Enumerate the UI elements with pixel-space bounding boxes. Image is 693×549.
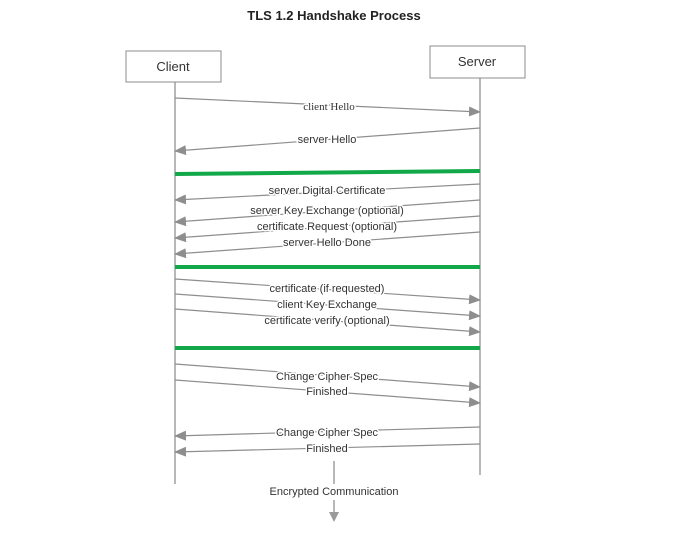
message-arrow [174, 183, 481, 205]
message-label: Finished [306, 386, 348, 398]
message-label: certificate (if requested) [270, 283, 385, 295]
message-arrow [174, 363, 481, 392]
message-label: certificate Request (optional) [257, 221, 397, 233]
message-arrow [174, 426, 481, 441]
message-server-certificate: server Digital Certificate [174, 183, 481, 205]
message-arrow [174, 443, 481, 457]
message-label: certificate verify (optional) [264, 315, 389, 327]
message-label: Change Cipher Spec [276, 427, 379, 439]
message-server-key-exchange: server Key Exchange (optional) [174, 199, 481, 227]
encrypted-communication: Encrypted Communication [269, 461, 399, 522]
message-client-hello: client Hello [174, 97, 481, 117]
client-actor-box [125, 50, 222, 83]
message-server-finished: Finished [174, 442, 481, 457]
message-arrow [174, 231, 481, 259]
message-arrow [174, 278, 481, 305]
server-actor: Server [429, 45, 526, 79]
message-client-change-cipher-spec: Change Cipher Spec [174, 363, 481, 392]
message-server-hello-done: server Hello Done [174, 231, 481, 259]
message-arrow [174, 215, 481, 243]
message-server-hello: server Hello [174, 127, 481, 156]
message-label: server Hello Done [283, 237, 371, 249]
message-label: server Digital Certificate [269, 185, 386, 197]
server-actor-label: Server [458, 54, 497, 69]
message-certificate-verify: certificate verify (optional) [174, 308, 481, 337]
message-label: Change Cipher Spec [276, 371, 379, 383]
message-arrow [174, 379, 481, 408]
message-arrow [174, 308, 481, 337]
message-label: server Hello [298, 134, 357, 146]
client-actor-label: Client [156, 59, 190, 74]
message-client-finished: Finished [174, 379, 481, 408]
message-certificate-request: certificate Request (optional) [174, 215, 481, 243]
message-client-key-exchange: client Key Exchange [174, 293, 481, 321]
diagram-title: TLS 1.2 Handshake Process [247, 8, 420, 23]
phase-separator-1 [174, 169, 481, 176]
message-arrow [174, 199, 481, 227]
client-actor: Client [125, 50, 222, 83]
message-arrow [174, 97, 481, 117]
footer-label: Encrypted Communication [269, 486, 398, 498]
server-actor-box [429, 45, 526, 79]
message-label: client Key Exchange [277, 299, 377, 311]
message-arrow [174, 127, 481, 156]
message-label: client Hello [303, 101, 355, 113]
message-arrow [174, 293, 481, 321]
message-label: server Key Exchange (optional) [250, 205, 403, 217]
message-client-certificate: certificate (if requested) [174, 278, 481, 305]
down-arrow-icon [329, 512, 339, 522]
message-label: Finished [306, 443, 348, 455]
message-server-change-cipher-spec: Change Cipher Spec [174, 426, 481, 441]
